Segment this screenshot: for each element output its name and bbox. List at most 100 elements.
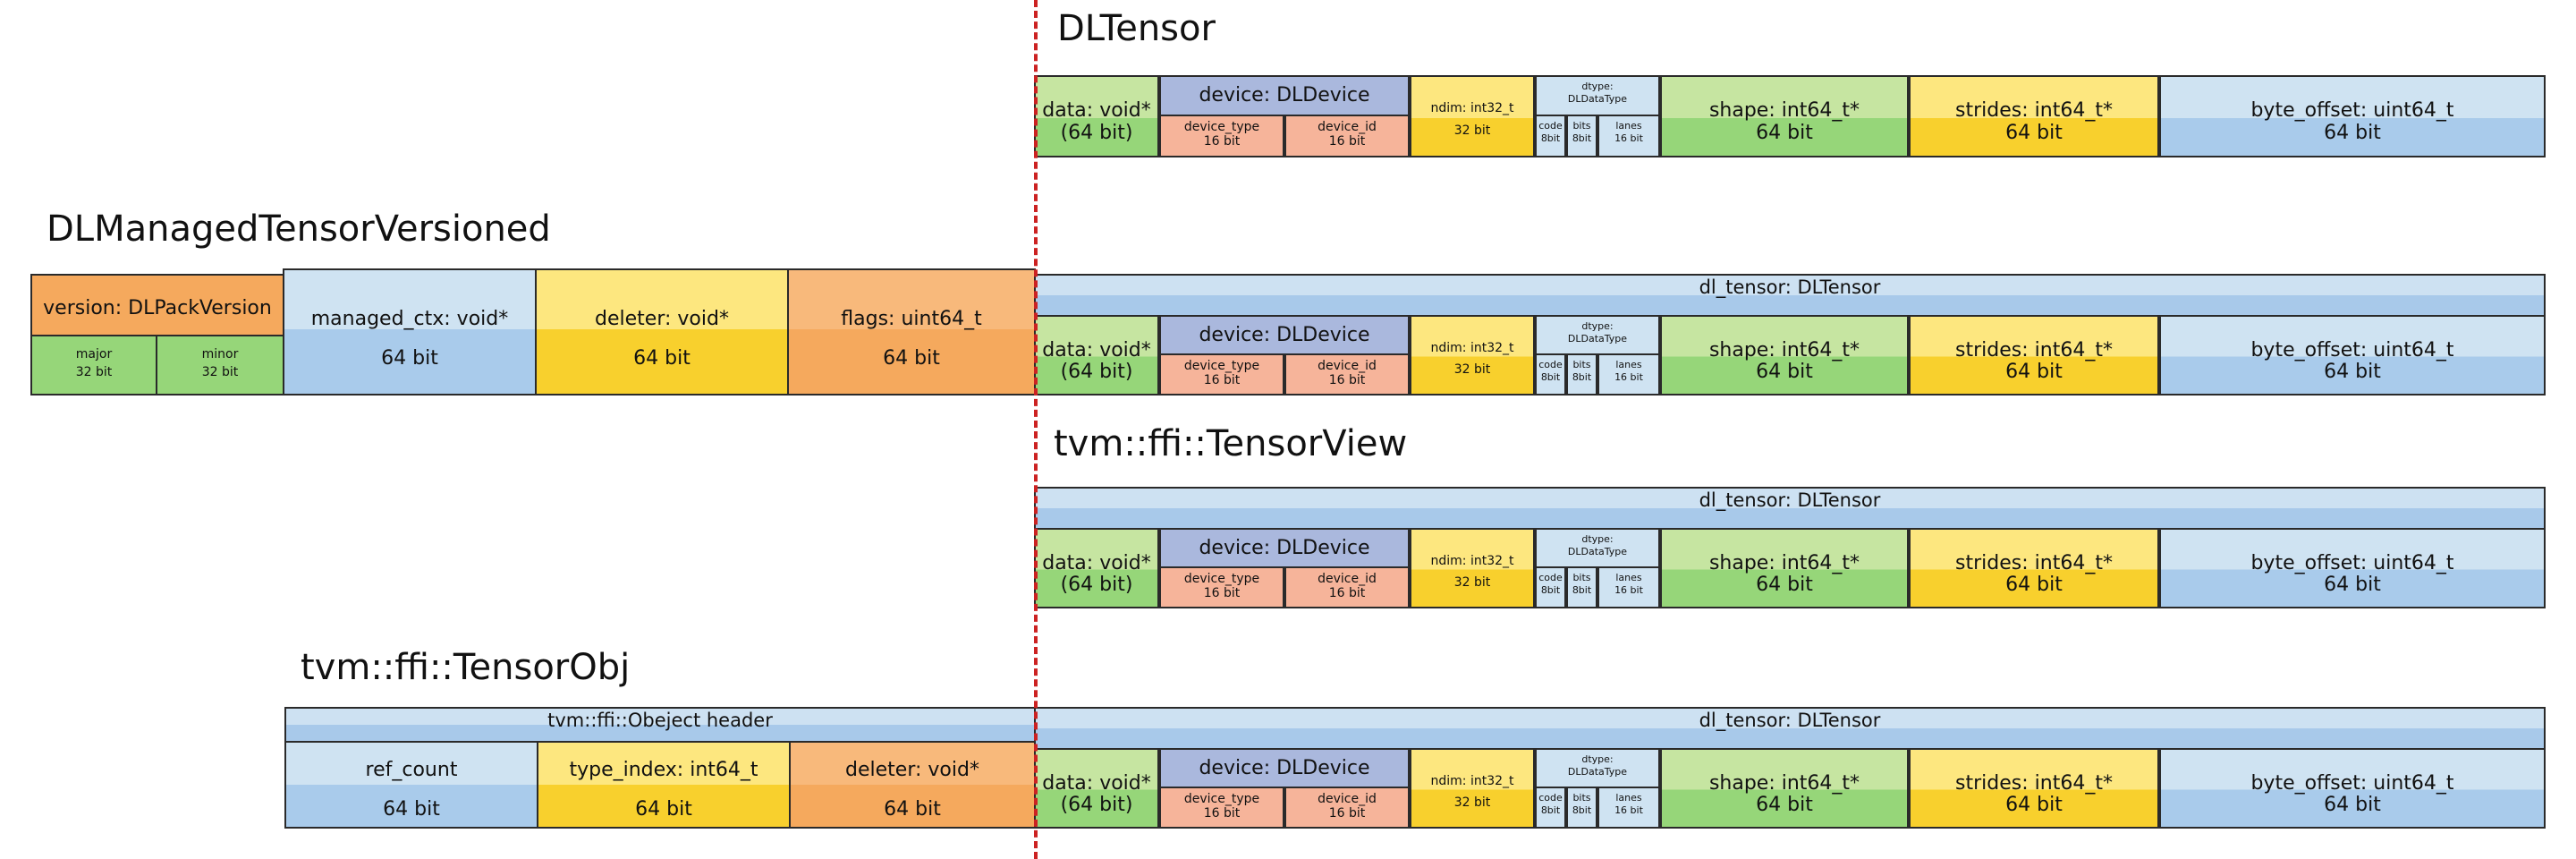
shape-field-size: 64 bit: [1756, 794, 1813, 816]
ref-count-size: 64 bit: [383, 798, 440, 821]
flags-field-name: flags: uint64_t: [841, 308, 982, 330]
dltensor-data-field: data: void*(64 bit): [1034, 75, 1159, 157]
dtype-field-name: dtype:: [1581, 753, 1614, 765]
version-major-field: major 32 bit: [30, 335, 157, 395]
flags-field-size: 64 bit: [883, 347, 940, 370]
object-deleter-field: deleter: void*64 bit: [789, 741, 1036, 829]
managed-data-field: data: void*(64 bit): [1034, 315, 1159, 395]
shape-field-name: shape: int64_t*: [1708, 772, 1860, 795]
managed-dtype-field: dtype:DLDataType: [1535, 315, 1660, 355]
dtype-code-name: code: [1538, 792, 1563, 804]
byte-offset-field-size: 64 bit: [2324, 794, 2381, 816]
data-field-name: data: void*: [1042, 772, 1151, 795]
strides-field-size: 64 bit: [2005, 574, 2063, 596]
managed-device-field: device: DLDevice: [1159, 315, 1410, 355]
shape-field-name: shape: int64_t*: [1708, 552, 1860, 574]
tensorobj-data-field: data: void*(64 bit): [1034, 748, 1159, 829]
version-major-name: major: [75, 347, 113, 361]
data-field-size: (64 bit): [1060, 122, 1133, 144]
managed-ctx-name: managed_ctx: void*: [310, 308, 509, 330]
data-field-size: (64 bit): [1060, 574, 1133, 596]
dtype-lanes-size: 16 bit: [1614, 804, 1643, 816]
dtype-bits-name: bits: [1572, 359, 1591, 370]
version-field-name: version: DLPackVersion: [43, 297, 272, 319]
dtype-bits-size: 8bit: [1572, 132, 1592, 144]
title-dlmanagedtensorversioned: DLManagedTensorVersioned: [47, 208, 551, 250]
shape-field-name: shape: int64_t*: [1708, 99, 1860, 122]
ndim-field-name: ndim: int32_t: [1430, 101, 1514, 115]
version-major-size: 32 bit: [75, 365, 113, 379]
dltensor-strides-field: strides: int64_t*64 bit: [1909, 75, 2159, 157]
data-field-size: (64 bit): [1060, 794, 1133, 816]
device-field-name: device: DLDevice: [1199, 537, 1370, 559]
device-type-size: 16 bit: [1203, 586, 1241, 600]
strides-field-name: strides: int64_t*: [1955, 772, 2113, 795]
dtype-field-name: dtype:: [1581, 533, 1614, 545]
device-id-name: device_id: [1318, 792, 1377, 806]
byte-offset-field-name: byte_offset: uint64_t: [2250, 772, 2454, 795]
dtype-bits-name: bits: [1572, 572, 1591, 583]
type-index-name: type_index: int64_t: [569, 759, 758, 781]
dtype-code-size: 8bit: [1540, 132, 1561, 144]
ndim-field-name: ndim: int32_t: [1430, 554, 1514, 568]
dtype-lanes-name: lanes: [1615, 359, 1642, 370]
dtype-field-name: dtype:: [1581, 320, 1614, 332]
tensorobj-dtype-field: dtype:DLDataType: [1535, 748, 1660, 788]
dtype-code-size: 8bit: [1540, 804, 1561, 816]
ref-count-name: ref_count: [365, 759, 458, 781]
tensorview-dtype-field: dtype:DLDataType: [1535, 528, 1660, 568]
dtype-code-size: 8bit: [1540, 371, 1561, 383]
tensorobj-device-field: device: DLDevice: [1159, 748, 1410, 788]
device-id-size: 16 bit: [1328, 373, 1366, 387]
dtype-field-type: DLDataType: [1567, 333, 1628, 344]
managed-ctx-field: managed_ctx: void*64 bit: [283, 268, 537, 395]
device-type-size: 16 bit: [1203, 373, 1241, 387]
device-type-name: device_type: [1183, 572, 1260, 586]
strides-field-size: 64 bit: [2005, 794, 2063, 816]
device-id-size: 16 bit: [1328, 806, 1366, 821]
object-deleter-size: 64 bit: [884, 798, 941, 821]
shape-field-size: 64 bit: [1756, 574, 1813, 596]
tensorobj-dl-tensor-header: dl_tensor: DLTensor: [1034, 707, 2546, 750]
managed-deleter-field: deleter: void*64 bit: [535, 268, 789, 395]
dtype-code-name: code: [1538, 120, 1563, 132]
data-field-name: data: void*: [1042, 99, 1151, 122]
dtype-field-type: DLDataType: [1567, 766, 1628, 778]
ndim-field-size: 32 bit: [1453, 123, 1491, 138]
version-field: version: DLPackVersion: [30, 274, 284, 336]
tensorview-dl-tensor-header: dl_tensor: DLTensor: [1034, 487, 2546, 530]
device-field-name: device: DLDevice: [1199, 324, 1370, 346]
device-type-name: device_type: [1183, 359, 1260, 373]
strides-field-name: strides: int64_t*: [1955, 552, 2113, 574]
byte-offset-field-name: byte_offset: uint64_t: [2250, 339, 2454, 361]
dltensor-shape-field: shape: int64_t*64 bit: [1660, 75, 1909, 157]
object-header: tvm::ffi::Obeject header: [284, 707, 1036, 743]
version-minor-size: 32 bit: [201, 365, 239, 379]
title-tensorobj: tvm::ffi::TensorObj: [301, 647, 631, 688]
dtype-lanes-size: 16 bit: [1614, 584, 1643, 596]
device-id-size: 16 bit: [1328, 134, 1366, 149]
ref-count-field: ref_count 64 bit: [284, 741, 538, 829]
tensorobj-strides-field: strides: int64_t*64 bit: [1909, 748, 2159, 829]
dltensor-ndim-field: ndim: int32_t 32 bit: [1410, 75, 1535, 157]
dtype-lanes-size: 16 bit: [1614, 132, 1643, 144]
